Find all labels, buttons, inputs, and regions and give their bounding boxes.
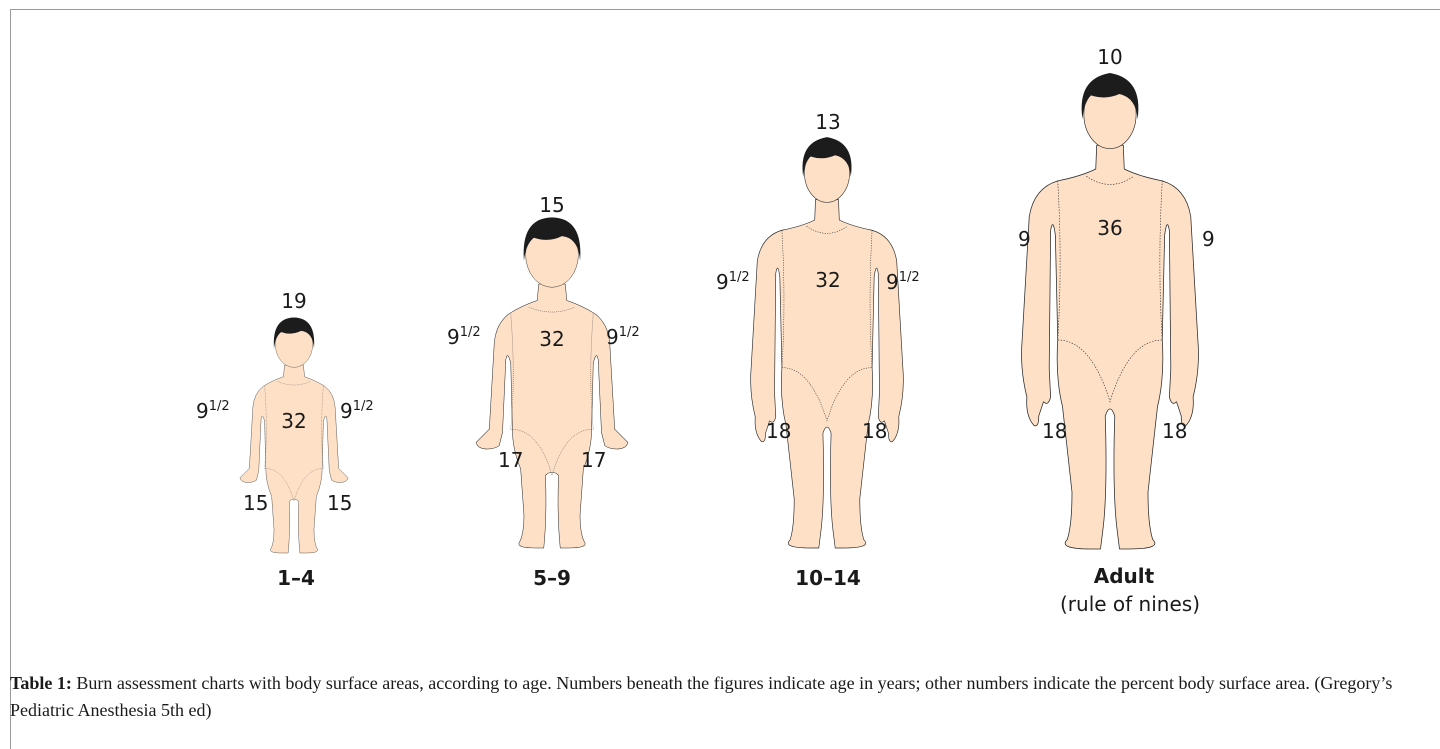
figure-age-5-9: 15 32 91/2 91/2 17 17 5–9 [447, 193, 640, 590]
burn-chart-figure: 19 32 91/2 91/2 15 15 1–4 15 32 91/2 91/… [0, 0, 1440, 660]
arm-left-value: 9 [1018, 227, 1031, 251]
arm-left-value: 91/2 [196, 399, 230, 423]
arm-left-value: 91/2 [716, 270, 750, 294]
age-sublabel: (rule of nines) [1060, 592, 1200, 616]
age-label: 10–14 [795, 566, 861, 590]
body-outline-10-14 [751, 137, 904, 548]
age-label: Adult [1094, 564, 1155, 588]
caption-text: Burn assessment charts with body surface… [10, 673, 1392, 720]
caption-label: Table 1: [10, 673, 72, 693]
body-outline-adult [1022, 73, 1199, 549]
arm-right-value: 91/2 [340, 399, 374, 423]
age-label: 1–4 [277, 566, 315, 590]
leg-left-value: 18 [1042, 419, 1067, 443]
head-value: 19 [281, 289, 306, 313]
age-label: 5–9 [533, 566, 571, 590]
leg-left-value: 17 [498, 448, 523, 472]
head-value: 15 [539, 193, 564, 217]
arm-right-value: 91/2 [886, 270, 920, 294]
trunk-value: 32 [539, 327, 564, 351]
leg-left-value: 15 [243, 491, 268, 515]
arm-right-value: 9 [1202, 227, 1215, 251]
trunk-value: 36 [1097, 216, 1122, 240]
head-value: 13 [815, 110, 840, 134]
arm-right-value: 91/2 [606, 325, 640, 349]
body-outline-5-9 [476, 217, 628, 548]
figure-age-10-14: 13 32 91/2 91/2 18 18 10–14 [716, 110, 920, 590]
leg-right-value: 18 [862, 419, 887, 443]
head-value: 10 [1097, 45, 1122, 69]
figure-adult: 10 36 9 9 18 18 Adult (rule of nines) [1018, 45, 1215, 616]
leg-right-value: 18 [1162, 419, 1187, 443]
figure-age-1-4: 19 32 91/2 91/2 15 15 1–4 [196, 289, 374, 590]
trunk-value: 32 [815, 268, 840, 292]
trunk-value: 32 [281, 409, 306, 433]
leg-right-value: 15 [327, 491, 352, 515]
body-outline-1-4 [240, 318, 348, 553]
arm-left-value: 91/2 [447, 325, 481, 349]
leg-right-value: 17 [581, 448, 606, 472]
leg-left-value: 18 [766, 419, 791, 443]
figure-caption: Table 1: Burn assessment charts with bod… [10, 670, 1410, 724]
